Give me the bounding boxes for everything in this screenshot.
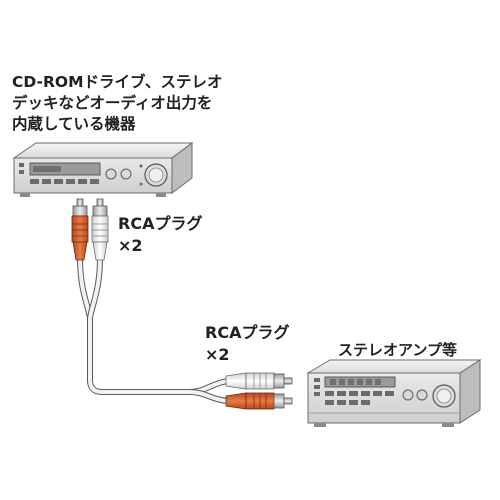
source-plug-label: RCAプラグ ×2 <box>118 213 202 257</box>
dest-plug-count: ×2 <box>205 345 230 364</box>
rca-plug-white-top <box>91 198 109 261</box>
rca-cable <box>77 257 229 404</box>
rca-plug-red-top <box>71 198 89 261</box>
rca-plug-white-right <box>225 372 293 390</box>
dest-plug-type: RCAプラグ <box>205 323 290 342</box>
dest-plug-label: RCAプラグ ×2 <box>205 322 289 366</box>
source-device-label: CD-ROMドライブ、ステレオ デッキなどオーディオ出力を 内蔵している機器 <box>12 72 223 135</box>
rca-plug-red-right <box>225 392 293 410</box>
destination-device-icon <box>306 359 482 427</box>
source-device-label-line-1: CD-ROMドライブ、ステレオ <box>12 73 223 91</box>
source-device-label-line-2: デッキなどオーディオ出力を <box>12 94 213 112</box>
destination-device-label: ステレオアンプ等 <box>338 341 457 359</box>
source-device-icon <box>12 142 194 197</box>
source-plug-count: ×2 <box>118 236 143 255</box>
source-plug-type: RCAプラグ <box>118 214 203 233</box>
source-device-label-line-3: 内蔵している機器 <box>12 115 136 133</box>
